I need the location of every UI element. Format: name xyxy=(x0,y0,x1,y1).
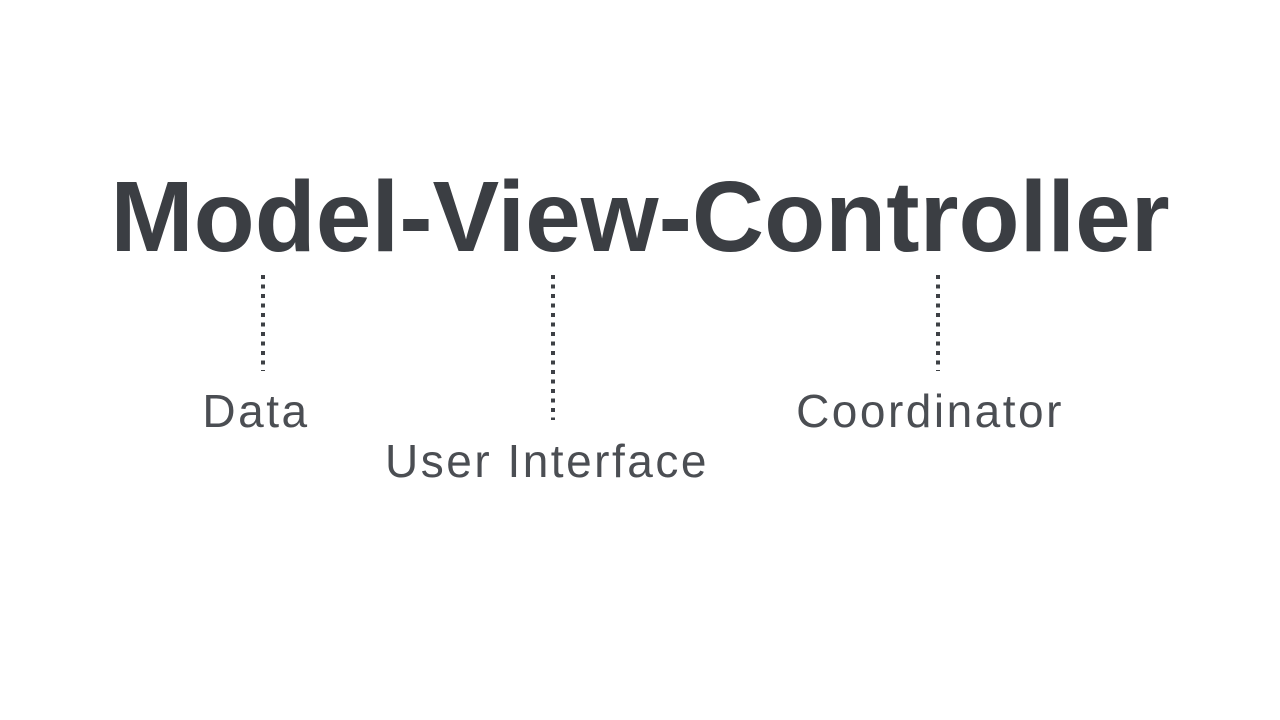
controller-connector-dotted-line xyxy=(936,275,940,371)
page-title: Model-View-Controller xyxy=(110,161,1170,273)
view-connector-dotted-line xyxy=(551,275,555,420)
view-annotation-label: User Interface xyxy=(385,435,709,487)
model-annotation-label: Data xyxy=(202,385,310,437)
controller-annotation-label: Coordinator xyxy=(796,385,1064,437)
model-connector-dotted-line xyxy=(261,275,265,371)
